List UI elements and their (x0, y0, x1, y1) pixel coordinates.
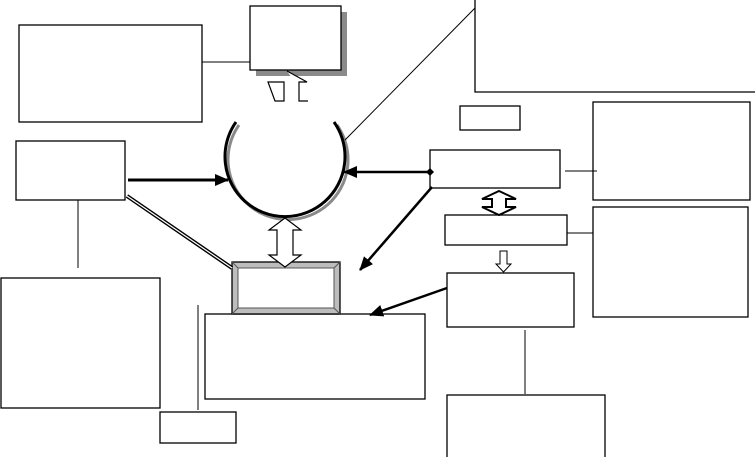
down-arrow-icon (494, 250, 513, 273)
box-top (249, 5, 342, 71)
box-right-top (592, 101, 751, 201)
connector (344, 7, 476, 141)
double-arrow-icon (267, 70, 308, 102)
box-center-bottom (204, 313, 426, 400)
box-bottom-right (446, 394, 606, 457)
box-mid-right-3 (446, 272, 575, 328)
cycle-arc (223, 121, 347, 219)
diamond-icon (426, 168, 434, 176)
box-mid-right-2 (444, 214, 568, 246)
box-right-bottom (592, 206, 749, 318)
cycle-arc-shadow (226, 124, 350, 222)
box-top-left (18, 24, 203, 123)
box-mid-right-1 (429, 149, 561, 189)
box-left (15, 140, 126, 201)
double-arrow-icon (267, 217, 303, 268)
box-left-large (0, 277, 161, 409)
arrow-box3-to-center (369, 286, 448, 317)
arrow-right-to-bevel (359, 186, 433, 271)
box-small-bottom (159, 411, 237, 444)
bevel-box (231, 261, 341, 315)
double-arrow-icon (481, 189, 517, 217)
box-small-label (459, 105, 521, 131)
box-top-right (474, 0, 755, 93)
